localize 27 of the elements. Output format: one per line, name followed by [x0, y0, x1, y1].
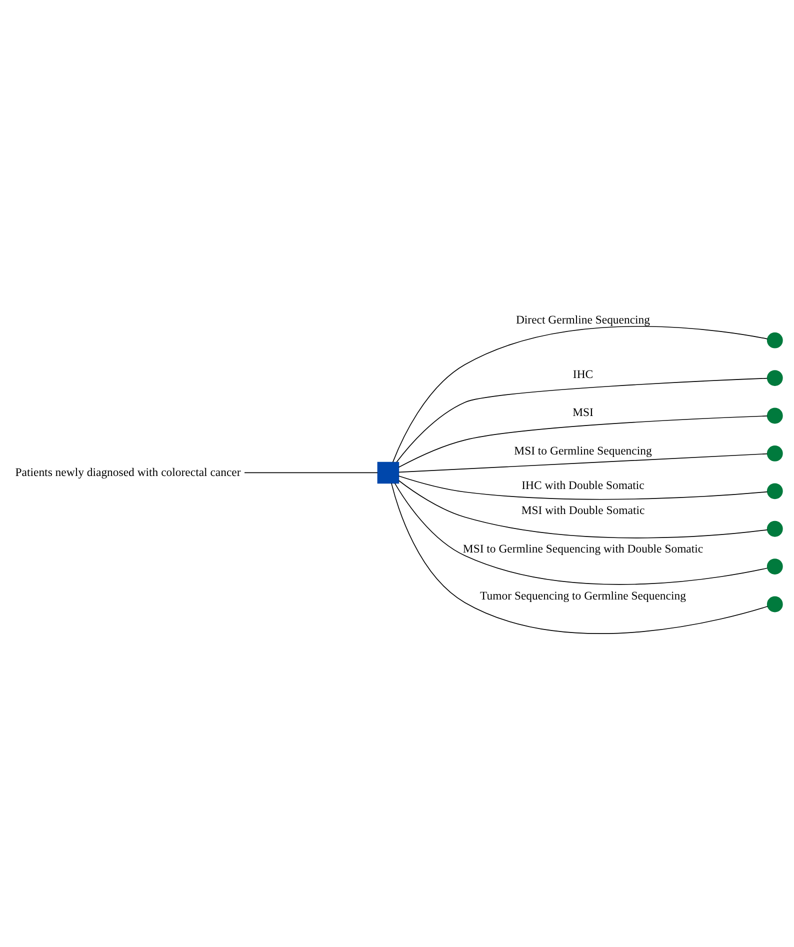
connector — [396, 377, 768, 462]
edge-label: Direct Germline Sequencing — [516, 313, 650, 326]
connector — [398, 480, 768, 538]
node-circle — [766, 482, 783, 499]
node-circle — [766, 520, 783, 536]
node-circle — [766, 332, 783, 348]
edge-label: Tumor Sequencing to Germline Sequencing — [480, 588, 686, 602]
node-text: Patients newly diagnosed with colorectal cancer — [15, 465, 241, 478]
connector — [398, 452, 768, 472]
connector — [391, 482, 768, 634]
edge-label: MSI to Germline Sequencing — [514, 444, 652, 457]
node-box — [377, 461, 400, 484]
connector — [392, 325, 768, 462]
node-circle — [766, 370, 783, 386]
connector — [398, 415, 768, 468]
node-circle — [766, 444, 783, 461]
connector — [394, 482, 768, 584]
edge-label: MSI with Double Somatic — [521, 503, 645, 516]
edge-label: IHC with Double Somatic — [522, 478, 644, 492]
edge-label: MSI — [572, 405, 594, 418]
connector — [398, 475, 768, 500]
node-circle — [766, 407, 783, 424]
edge-label: MSI to Germline Sequencing with Double Somatic — [462, 542, 704, 555]
node-circle — [766, 596, 783, 612]
node-circle — [766, 558, 783, 574]
connector — [244, 472, 378, 473]
edge-label: IHC — [572, 368, 594, 381]
